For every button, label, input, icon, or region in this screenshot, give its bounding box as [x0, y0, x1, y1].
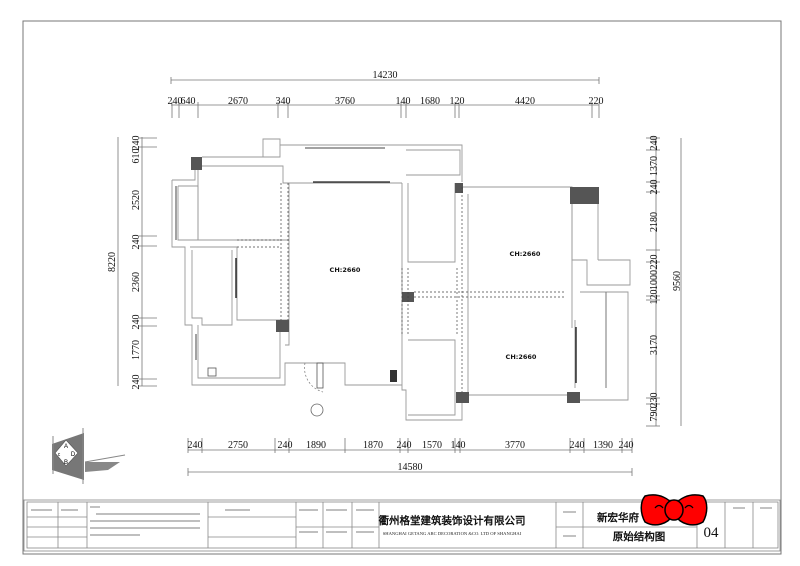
dimension-bottom-segment: 140 — [451, 440, 466, 451]
dimension-right-overall: 9560 — [672, 271, 683, 291]
dimension-right-segment: 240 — [649, 136, 660, 151]
red-bow-sticker — [640, 494, 708, 526]
dimension-top-overall: 14230 — [373, 70, 398, 81]
dimension-left-segment: 2520 — [131, 190, 142, 210]
dimension-top-segment: 4420 — [515, 96, 535, 107]
dimension-right-segment: 220 — [649, 255, 660, 270]
compass-letter-b: B — [64, 460, 68, 466]
dimension-bottom-segment: 1870 — [363, 440, 383, 451]
dimension-bottom-overall: 14580 — [398, 462, 423, 473]
dimension-bottom-segment: 240 — [188, 440, 203, 451]
dimension-top-segment: 340 — [276, 96, 291, 107]
dimension-bottom-segment: 1390 — [593, 440, 613, 451]
dimension-right-segment: 3170 — [649, 335, 660, 355]
dimension-right-segment: 230 — [649, 393, 660, 408]
dimension-bottom-segment: 1570 — [422, 440, 442, 451]
dimension-right-segment: 2180 — [649, 212, 660, 232]
dimension-top-segment: 240 — [168, 96, 183, 107]
dimension-top-segment: 220 — [589, 96, 604, 107]
drawing-name: 原始结构图 — [613, 530, 666, 543]
sheet-number: 04 — [704, 525, 720, 541]
dimension-bottom-segment: 3770 — [505, 440, 525, 451]
dimension-left-segment: 240 — [131, 235, 142, 250]
ceiling-height-label-bedroom-lower: CH:2660 — [506, 353, 537, 361]
dimension-bottom-segment: 240 — [397, 440, 412, 451]
ceiling-height-label-bedroom-upper: CH:2660 — [510, 250, 541, 258]
dimension-left-overall: 8220 — [107, 252, 118, 272]
project-name: 新宏华府 — [597, 511, 639, 524]
dimension-top-segment: 2670 — [228, 96, 248, 107]
dimension-top-segment: 120 — [450, 96, 465, 107]
dimension-left-segment: 1770 — [131, 340, 142, 360]
dimension-bottom-segment: 240 — [619, 440, 634, 451]
title-block: 衢州格堂建筑装饰设计有限公司 SHANGHAI GETANG ARC DECOR… — [23, 499, 781, 552]
dimension-bottom-segment: 2750 — [228, 440, 248, 451]
dimension-top-segment: 3760 — [335, 96, 355, 107]
dimension-top-segment: 140 — [396, 96, 411, 107]
dimension-left-segment: 240 — [131, 315, 142, 330]
title-block-small-print — [31, 506, 772, 537]
dimension-right-segment: 1000 — [649, 270, 660, 290]
dimension-left-segment: 240 — [131, 136, 142, 151]
compass-logo: A D B c — [52, 428, 126, 484]
dimension-right-segment: 790 — [649, 407, 660, 422]
company-name-cn: 衢州格堂建筑装饰设计有限公司 — [379, 514, 526, 527]
dimension-right-segment: 240 — [649, 180, 660, 195]
dimension-right-segment: 120 — [649, 290, 660, 305]
floor-plan: CH:2660 CH:2660 CH:2660 — [171, 138, 631, 421]
dimension-top-segment: 640 — [181, 96, 196, 107]
compass-letter-d: D — [71, 452, 76, 458]
compass-letter-c: c — [58, 452, 61, 458]
dimension-left-segment: 2360 — [131, 272, 142, 292]
dimension-top-segment: 1680 — [420, 96, 440, 107]
ceiling-height-label-living: CH:2660 — [330, 266, 361, 274]
dimension-left-segment: 240 — [131, 375, 142, 390]
sheet-border — [22, 20, 782, 555]
dimension-right-segment: 1370 — [649, 156, 660, 176]
dimension-bottom-segment: 1890 — [306, 440, 326, 451]
dimension-bottom-segment: 240 — [570, 440, 585, 451]
dimension-left-segment: 610 — [131, 149, 142, 164]
compass-letter-a: A — [64, 444, 68, 450]
company-name-en: SHANGHAI GETANG ARC DECORATION &CO. LTD … — [383, 531, 522, 536]
dimension-bottom-segment: 240 — [278, 440, 293, 451]
